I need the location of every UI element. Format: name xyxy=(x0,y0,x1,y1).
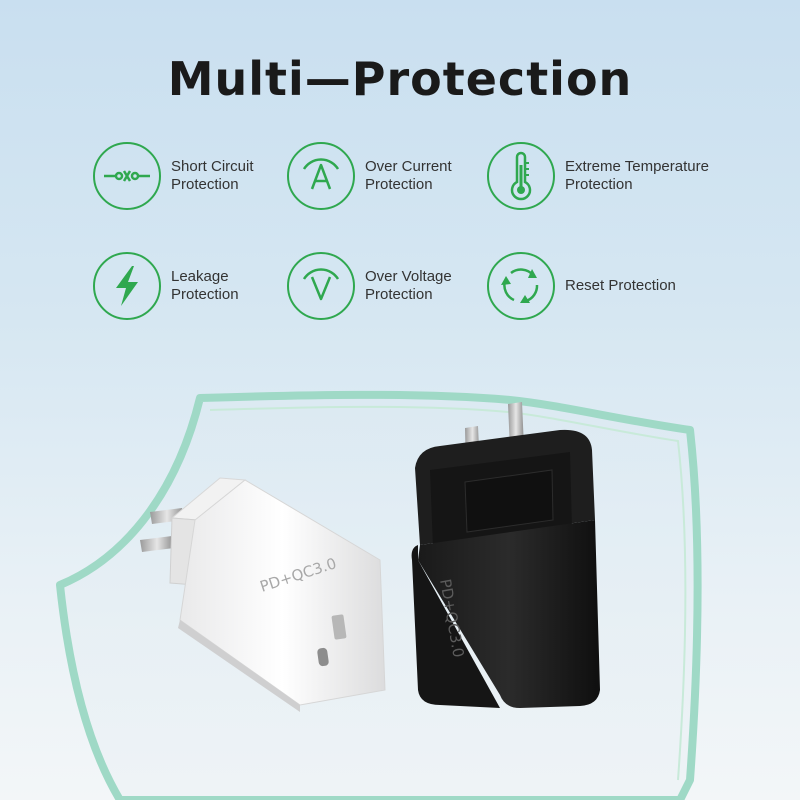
feature-label: Extreme Temperature Protection xyxy=(565,158,709,193)
over-current-icon xyxy=(287,142,355,210)
thermometer-icon xyxy=(487,142,555,210)
feature-label: Over Current Protection xyxy=(365,158,452,193)
reset-arrows-icon xyxy=(487,252,555,320)
white-charger: PD+QC3.0 xyxy=(140,477,386,712)
feature-label: Leakage Protection xyxy=(171,268,239,303)
lightning-icon xyxy=(93,252,161,320)
feature-label: Short Circuit Protection xyxy=(171,158,254,193)
over-voltage-icon xyxy=(287,252,355,320)
feature-over-voltage: Over Voltage Protection xyxy=(287,252,535,320)
black-charger: PD+QC3.0 xyxy=(411,402,600,708)
feature-short-circuit: Short Circuit Protection xyxy=(93,142,341,210)
feature-reset: Reset Protection xyxy=(487,252,735,320)
feature-label: Over Voltage Protection xyxy=(365,268,452,303)
shield-inner-outline xyxy=(209,405,687,781)
feature-leakage: Leakage Protection xyxy=(93,252,341,320)
feature-over-current: Over Current Protection xyxy=(287,142,535,210)
page-title: Multi—Protection xyxy=(167,52,633,106)
feature-label: Reset Protection xyxy=(565,277,676,294)
feature-extreme-temperature: Extreme Temperature Protection xyxy=(487,142,735,210)
short-circuit-icon xyxy=(93,142,161,210)
